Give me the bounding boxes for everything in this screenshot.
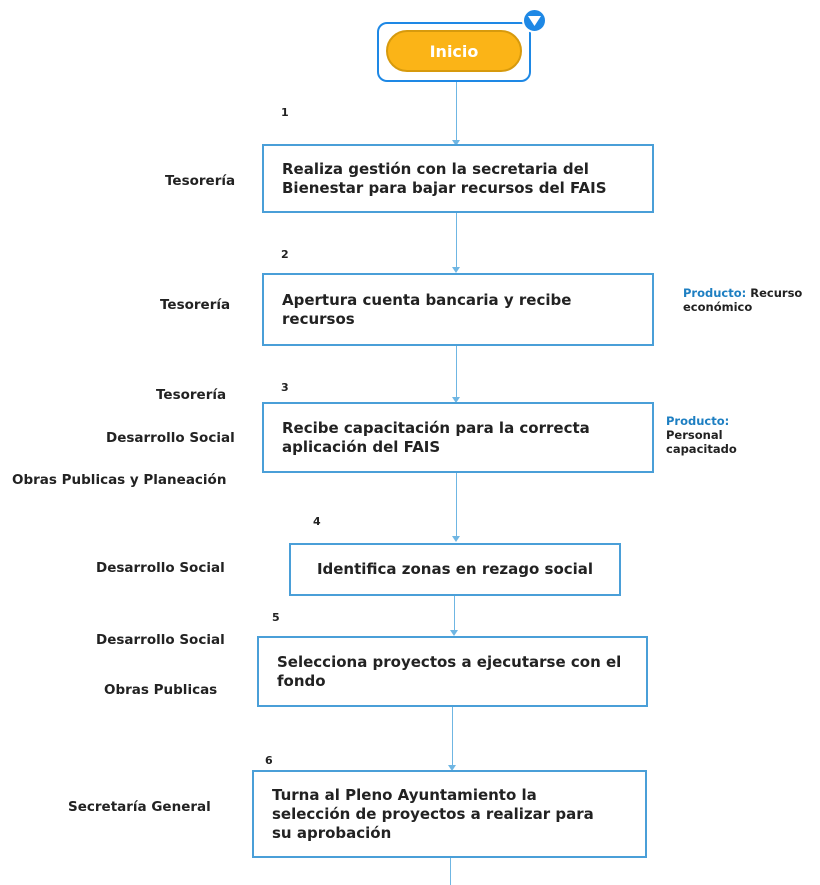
step-number: 1 bbox=[281, 106, 289, 119]
process-step-1[interactable]: Realiza gestión con la secretaria del Bi… bbox=[262, 144, 654, 213]
start-label: Inicio bbox=[429, 41, 479, 61]
step-number: 6 bbox=[265, 754, 273, 767]
connector-0-1 bbox=[456, 82, 457, 144]
step-role: Tesorería bbox=[156, 387, 227, 403]
connector-3-4 bbox=[456, 473, 457, 540]
step-number: 4 bbox=[313, 515, 321, 528]
step-role: Desarrollo Social bbox=[96, 560, 225, 576]
arrowhead-icon bbox=[452, 536, 460, 542]
step-text: Selecciona proyectos a ejecutarse con el… bbox=[277, 652, 622, 690]
step-role: Tesorería bbox=[160, 297, 231, 313]
step-text: Turna al Pleno Ayuntamiento la selección… bbox=[272, 785, 594, 842]
start-node-frame[interactable]: Inicio bbox=[377, 22, 531, 82]
process-step-2[interactable]: Apertura cuenta bancaria y recibe recurs… bbox=[262, 273, 654, 346]
product-note: Producto: Personal capacitado bbox=[666, 414, 746, 456]
triangle-down-icon[interactable] bbox=[522, 8, 547, 33]
connector-4-5 bbox=[454, 596, 455, 634]
start-node[interactable]: Inicio bbox=[386, 30, 522, 72]
step-text: Identifica zonas en rezago social bbox=[316, 560, 594, 578]
product-value: Recurso económico bbox=[683, 286, 803, 314]
arrowhead-icon bbox=[452, 397, 460, 403]
process-step-3[interactable]: Recibe capacitación para la correcta apl… bbox=[262, 402, 654, 473]
step-role: Secretaría General bbox=[68, 799, 211, 815]
step-role: Tesorería bbox=[165, 173, 236, 189]
arrowhead-icon bbox=[452, 267, 460, 273]
product-label: Producto: bbox=[683, 286, 747, 300]
arrowhead-icon bbox=[452, 140, 460, 146]
step-role: Obras Publicas y Planeación bbox=[12, 472, 227, 488]
connector-6-next bbox=[450, 858, 451, 885]
arrowhead-icon bbox=[448, 765, 456, 771]
step-role: Desarrollo Social bbox=[96, 632, 225, 648]
arrowhead-icon bbox=[450, 630, 458, 636]
process-step-5[interactable]: Selecciona proyectos a ejecutarse con el… bbox=[257, 636, 648, 707]
step-text: Apertura cuenta bancaria y recibe recurs… bbox=[282, 290, 572, 328]
step-number: 2 bbox=[281, 248, 289, 261]
step-number: 5 bbox=[272, 611, 280, 624]
step-role: Obras Publicas bbox=[104, 682, 218, 698]
step-text: Realiza gestión con la secretaria del Bi… bbox=[282, 159, 607, 197]
product-label: Producto: bbox=[666, 414, 730, 428]
connector-1-2 bbox=[456, 213, 457, 271]
product-value: Personal capacitado bbox=[666, 428, 737, 456]
process-step-4[interactable]: Identifica zonas en rezago social bbox=[289, 543, 621, 596]
product-note: Producto: Recurso económico bbox=[683, 286, 818, 314]
step-text: Recibe capacitación para la correcta apl… bbox=[282, 418, 590, 456]
step-role: Desarrollo Social bbox=[106, 430, 235, 446]
connector-2-3 bbox=[456, 346, 457, 401]
process-step-6[interactable]: Turna al Pleno Ayuntamiento la selección… bbox=[252, 770, 647, 858]
connector-5-6 bbox=[452, 707, 453, 769]
step-number: 3 bbox=[281, 381, 289, 394]
